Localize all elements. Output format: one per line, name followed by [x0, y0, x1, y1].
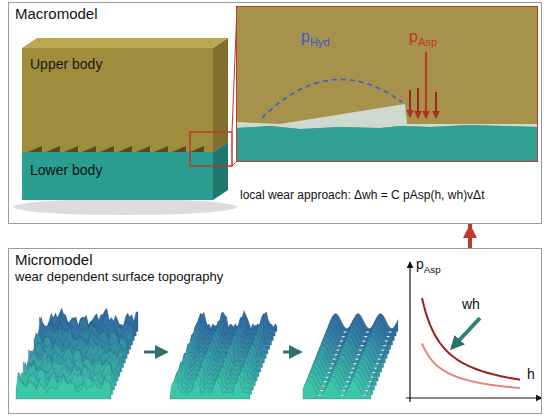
- body-region: Upper body: [22, 48, 213, 152]
- upper-body-front: [22, 48, 213, 152]
- asperity-pressure-arrow: [425, 52, 427, 118]
- surface-topographies: [16, 308, 398, 399]
- asperity-tooth: [28, 146, 42, 152]
- axis-label: h: [527, 366, 535, 383]
- upper-body-side: [213, 38, 228, 152]
- node-text: wear dependent surface topography: [15, 269, 223, 285]
- flow-arrow: [468, 224, 472, 248]
- surface-row: [16, 375, 111, 399]
- model-panel: Micromodelwear dependent surface topogra…: [8, 248, 542, 414]
- wear-direction-arrow: [452, 318, 480, 348]
- interface-asperities: [28, 146, 204, 152]
- asperity-tooth: [46, 146, 60, 152]
- surface-row: [170, 378, 250, 399]
- formula: local wear approach: Δwh = C pAsp(h, wh)…: [240, 188, 484, 202]
- zoom-inset: pHyd pAsp: [236, 6, 538, 162]
- asperity-pressure-arrow: [409, 90, 411, 117]
- body-region: Lower body: [22, 152, 213, 200]
- fluid-gap: [237, 104, 537, 129]
- upper-body-top: [22, 38, 228, 48]
- surface-mesh: [170, 311, 277, 399]
- node-text: pAsp: [409, 27, 437, 50]
- surface-mesh: [16, 308, 138, 399]
- evolution-arrow: [144, 351, 166, 354]
- pressure-curve: [422, 343, 520, 388]
- asperity-tooth: [118, 146, 132, 152]
- asperity-tooth: [172, 146, 186, 152]
- asperity-tooth: [64, 146, 78, 152]
- asperity-pressure-arrow: [417, 88, 419, 118]
- inset-upper-body: [237, 7, 537, 161]
- asperity-pressure-arrow: [435, 92, 437, 118]
- parameter-label: wh: [462, 296, 480, 313]
- axis-label: pAsp: [416, 256, 441, 276]
- lower-body-front: [22, 152, 213, 200]
- asperity-tooth: [190, 146, 204, 152]
- block-shadow: [13, 199, 237, 215]
- hydrodynamic-pressure-curve: [262, 79, 402, 118]
- evolution-arrow: [283, 351, 300, 354]
- x-axis: [406, 397, 542, 398]
- inset-lower-body: [237, 125, 537, 161]
- surface-mesh: [303, 314, 398, 400]
- asperity-tooth: [154, 146, 168, 152]
- node-title: pHyd: [301, 27, 330, 50]
- asperity-tooth: [136, 146, 150, 152]
- asperity-tooth: [100, 146, 114, 152]
- node-title: Upper body: [30, 56, 102, 73]
- surface-row: [303, 381, 371, 399]
- lower-body-side: [213, 142, 228, 200]
- zoom-window: [190, 132, 232, 166]
- y-axis: [409, 262, 410, 402]
- node-title: Micromodel: [15, 251, 93, 269]
- node-title: Macromodel: [15, 5, 98, 23]
- inset-detail: [237, 7, 537, 161]
- asperity-tooth: [82, 146, 96, 152]
- node-title: Lower body: [30, 162, 102, 179]
